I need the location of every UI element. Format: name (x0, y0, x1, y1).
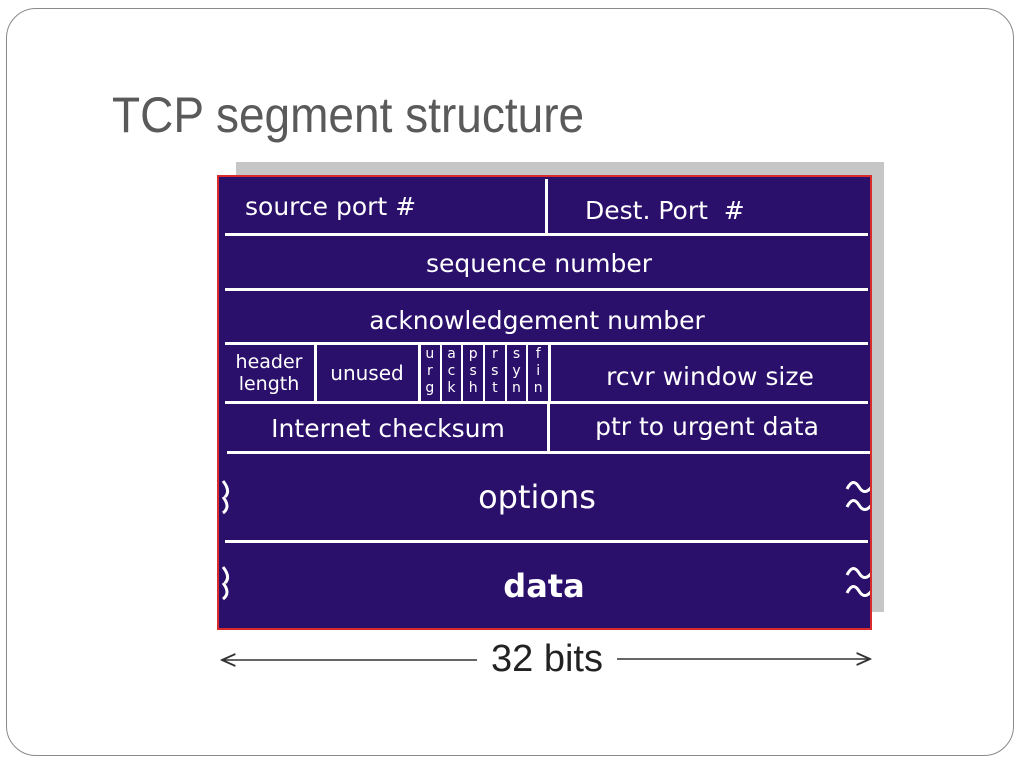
flag-divider (504, 345, 507, 403)
options-field: options (478, 478, 596, 516)
slide-title: TCP segment structure (112, 87, 585, 143)
row-separator-5 (227, 451, 870, 454)
divider-row1 (545, 179, 548, 235)
urgent-pointer-field: ptr to urgent data (595, 411, 819, 441)
row-separator-4 (225, 401, 868, 404)
width-label: 32 bits (477, 636, 617, 682)
squiggle-left-options (221, 480, 230, 515)
flag-urg-letter: u (425, 346, 435, 362)
flag-rst-letter: s (491, 363, 499, 379)
flag-psh-letter: h (468, 380, 478, 396)
flag-psh-letter: p (468, 346, 478, 362)
row-separator-3 (225, 342, 868, 345)
flag-syn-letter: n (512, 380, 521, 396)
header-length-field: header length (225, 347, 313, 399)
squiggle-right-data (845, 567, 870, 597)
row-separator-2 (225, 288, 868, 291)
flag-urg-letter: g (425, 380, 435, 396)
divider-unused (418, 345, 421, 403)
squiggle-left-data (221, 566, 230, 601)
divider-flags (548, 345, 551, 403)
checksum-field: Internet checksum (271, 413, 505, 443)
flag-rst-letter: r (491, 346, 498, 362)
sequence-number-field: sequence number (426, 248, 652, 278)
ack-number-field: acknowledgement number (369, 305, 705, 335)
flag-fin-letter: n (533, 380, 543, 396)
flag-rst-letter: t (492, 380, 498, 396)
data-field: data (503, 567, 585, 605)
flag-divider (439, 345, 442, 403)
flag-ack-letter: a (447, 346, 456, 362)
flag-psh-letter: s (469, 363, 477, 379)
flag-ack-letter: k (447, 380, 456, 396)
divider-header-length (314, 345, 317, 403)
width-arrow (220, 636, 872, 682)
row-separator-6 (225, 540, 868, 543)
flag-fin-letter: f (535, 346, 541, 362)
flag-divider (483, 345, 485, 403)
tcp-segment-diagram: source port # Dest. Port # sequence numb… (217, 175, 872, 630)
flag-divider (526, 345, 529, 403)
dest-port-field: Dest. Port # (585, 195, 745, 225)
header-length-line1: header (235, 351, 303, 373)
flag-divider (461, 345, 464, 403)
flag-ack-letter: c (447, 363, 456, 379)
row-separator-1 (225, 233, 868, 236)
source-port-field: source port # (245, 191, 417, 221)
divider-row5 (547, 403, 550, 453)
flag-urg-letter: r (426, 363, 433, 379)
flag-fin-letter: i (536, 363, 541, 379)
unused-field: unused (330, 361, 404, 385)
header-length-line2: length (238, 373, 300, 395)
flag-syn-letter: s (512, 346, 521, 362)
flag-syn-letter: y (512, 363, 521, 379)
squiggle-right-options (845, 481, 870, 511)
receive-window-field: rcvr window size (606, 361, 814, 391)
